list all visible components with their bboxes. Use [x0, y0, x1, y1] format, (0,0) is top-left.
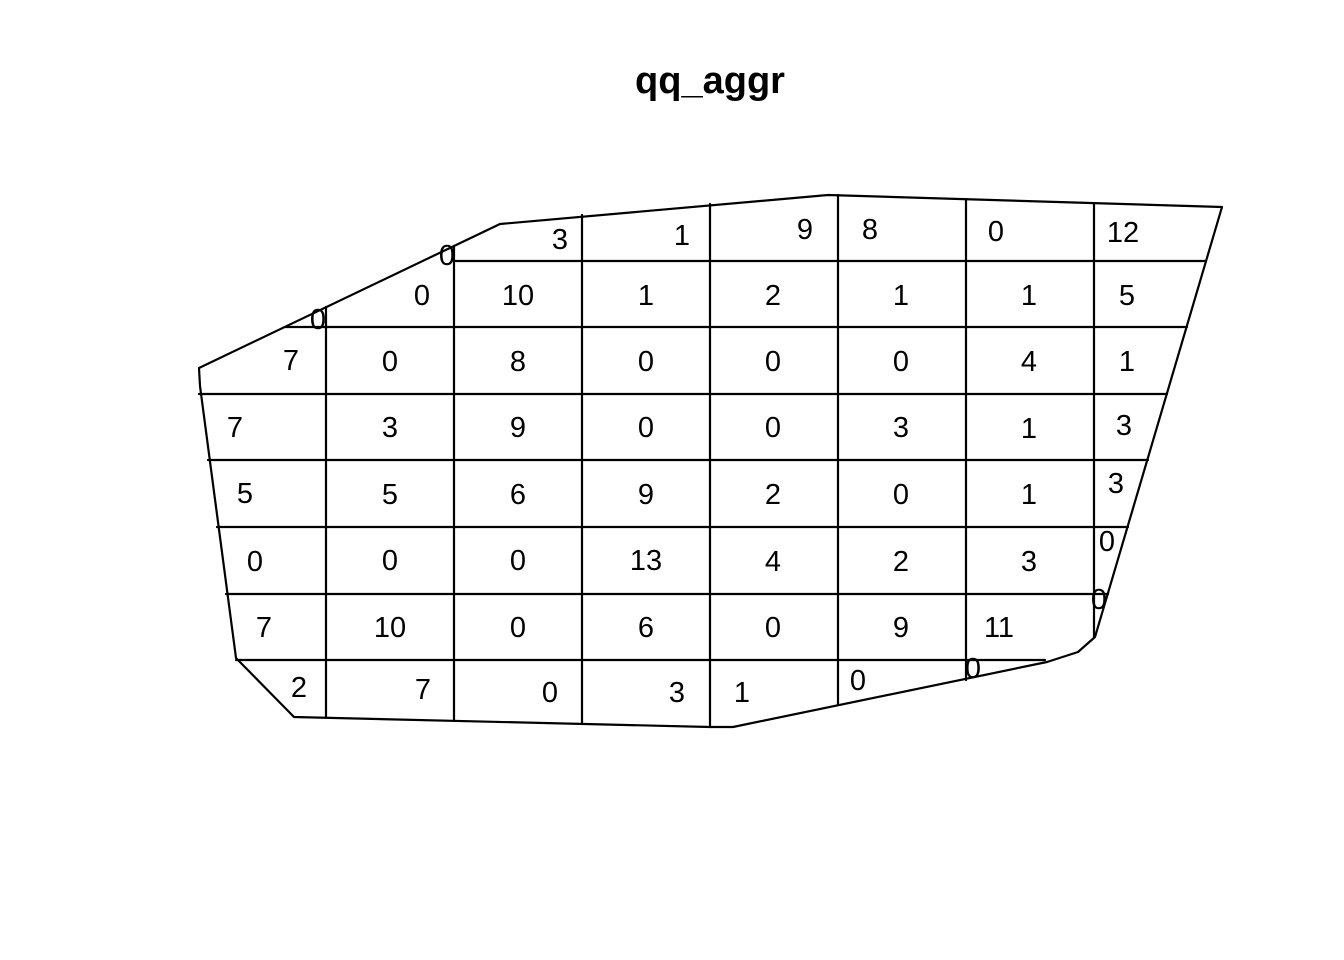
quadrat-count-r1-c6: 9 [797, 214, 813, 246]
quadrat-count-r2-c6: 2 [765, 280, 781, 312]
quadrat-count-r5-c7: 1 [1021, 479, 1037, 511]
quadrat-count-r2-c9: 5 [1119, 280, 1135, 312]
quadrat-count-r4-c3: 9 [510, 412, 526, 444]
quadrat-count-r8-c5: 1 [734, 677, 750, 709]
quadrat-count-r5-c6: 0 [893, 479, 909, 511]
quadrat-count-r1-c9: 12 [1107, 217, 1139, 249]
quadrat-count-r7-c2: 10 [374, 612, 406, 644]
quadrat-count-r2-c8: 1 [1021, 280, 1037, 312]
quadrat-count-r3-c3: 8 [510, 346, 526, 378]
plot-title: qq_aggr [635, 60, 785, 102]
quadrat-count-r1-c8: 0 [988, 216, 1004, 248]
quadrat-count-r4-c6: 3 [893, 412, 909, 444]
quadrat-count-r7-c6: 9 [893, 612, 909, 644]
quadrat-count-r8-c4: 3 [669, 677, 685, 709]
quadrat-count-r2-c4: 10 [502, 280, 534, 312]
quadrat-count-r8-c1: 2 [291, 672, 307, 704]
quadrat-count-r4-c4: 0 [638, 412, 654, 444]
quadrat-count-r7-c7: 11 [984, 612, 1014, 644]
quadrat-count-r2-c7: 1 [893, 280, 909, 312]
quadrat-count-r7-c4: 6 [638, 612, 654, 644]
quadrat-count-r7-c3: 0 [510, 612, 526, 644]
quadrat-count-r3-c1: 7 [283, 345, 299, 377]
quadrat-count-r3-c8: 1 [1119, 346, 1135, 378]
quadrat-count-r3-c2: 0 [382, 346, 398, 378]
quadrat-count-r5-c2: 5 [382, 479, 398, 511]
quadrat-count-r8-c6: 0 [850, 665, 866, 697]
quadrat-count-r5-c1: 5 [237, 478, 253, 510]
quadrat-count-r1-c5: 1 [674, 220, 690, 252]
quadrat-count-r8-c3: 0 [542, 677, 558, 709]
quadrat-count-r3-c7: 4 [1021, 346, 1037, 378]
quadrat-count-r4-c2: 3 [382, 412, 398, 444]
quadrat-count-r6-c3: 0 [510, 545, 526, 577]
quadrat-count-r4-c7: 1 [1021, 413, 1037, 445]
quadrat-count-r3-c6: 0 [893, 346, 909, 378]
quadrat-count-r6-c6: 2 [893, 546, 909, 578]
quadrat-count-r2-c3: 0 [414, 280, 430, 312]
quadrat-count-r3-c5: 0 [765, 346, 781, 378]
quadrat-count-r7-c1: 7 [256, 612, 272, 644]
quadrat-count-r6-c4: 13 [630, 545, 662, 577]
quadrat-count-r6-c5: 4 [765, 546, 781, 578]
quadrat-count-r5-c4: 9 [638, 479, 654, 511]
quadrat-count-r8-c2: 7 [415, 674, 431, 706]
quadrat-count-r7-c8: 0 [1091, 584, 1107, 616]
quadrat-count-r6-c7: 3 [1021, 546, 1037, 578]
quadrat-count-r2-c2: 0 [310, 304, 326, 336]
quadrat-count-r4-c5: 0 [765, 412, 781, 444]
quadrat-count-r4-c1: 7 [227, 412, 243, 444]
quadrat-count-r6-c2: 0 [382, 545, 398, 577]
quadrat-count-r6-c1: 0 [247, 546, 263, 578]
quadrat-count-r1-c7: 8 [862, 214, 878, 246]
quadrat-count-r8-c7: 0 [965, 653, 981, 685]
quadrat-count-r2-c5: 1 [638, 280, 654, 312]
quadrat-count-r1-c4: 3 [552, 224, 568, 256]
quadrat-count-r5-c3: 6 [510, 479, 526, 511]
quadrat-count-r7-c5: 0 [765, 612, 781, 644]
quadrat-count-r6-c8: 0 [1099, 526, 1115, 558]
quadrat-count-r5-c8: 3 [1108, 468, 1124, 500]
quadrat-count-r5-c5: 2 [765, 479, 781, 511]
quadrat-count-r3-c4: 0 [638, 346, 654, 378]
quadrat-count-r1-c3: 0 [439, 240, 455, 272]
quadrat-count-r4-c8: 3 [1116, 410, 1132, 442]
window-boundary [197, 193, 1224, 729]
